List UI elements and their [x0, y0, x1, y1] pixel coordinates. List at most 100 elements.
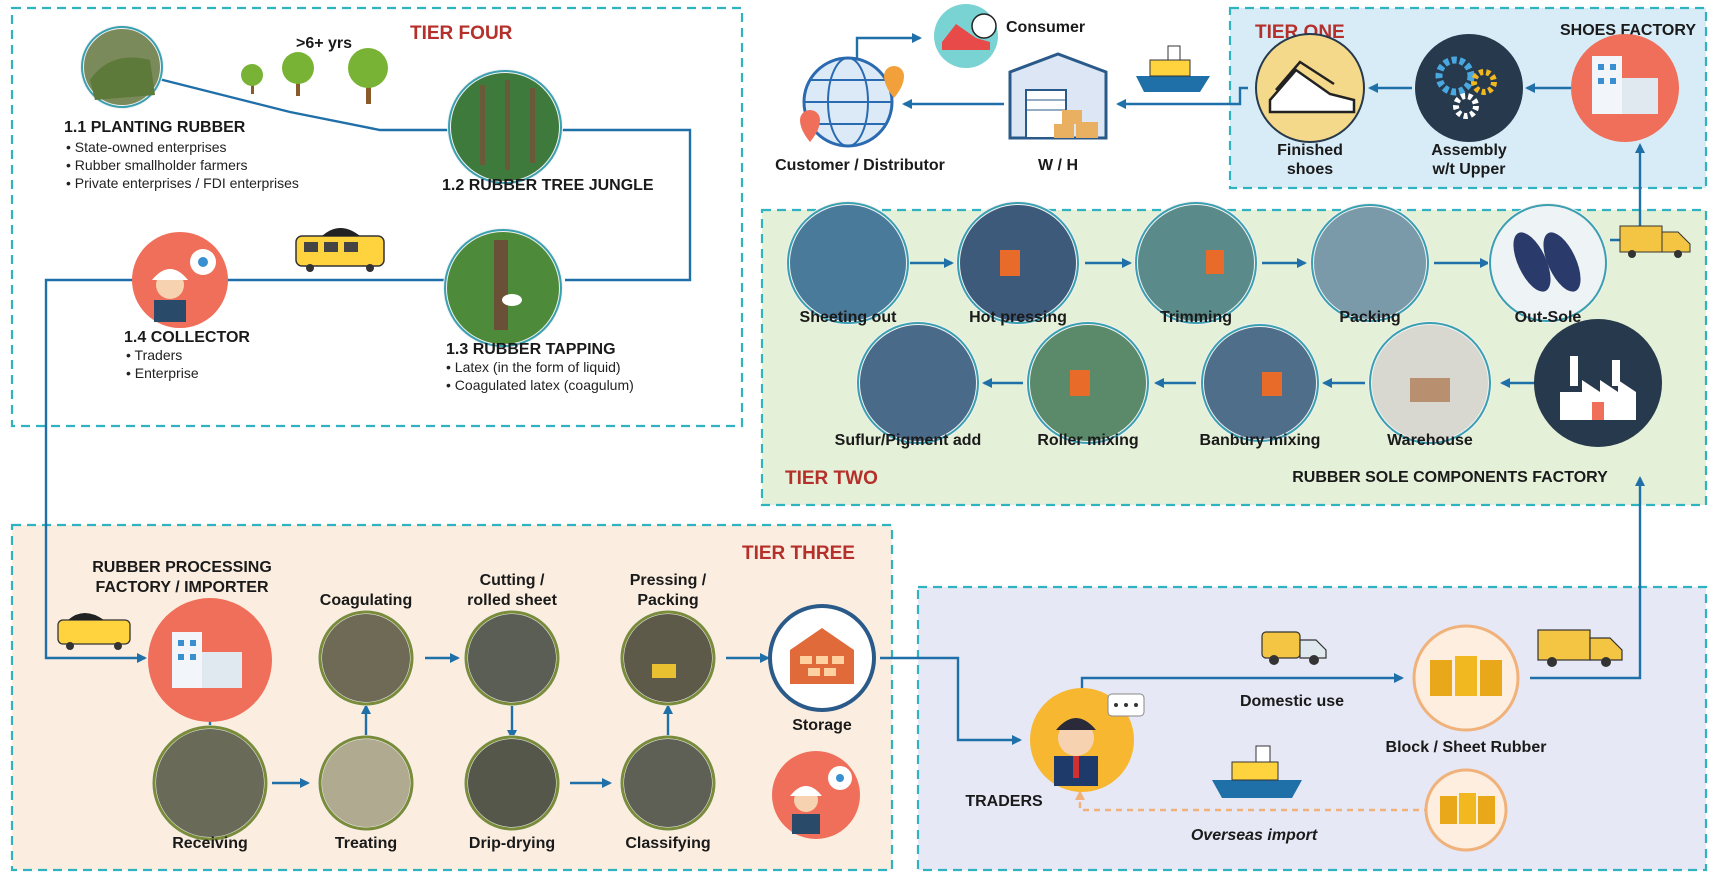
svg-text:• Private enterprises / FDI en: • Private enterprises / FDI enterprises [66, 175, 299, 191]
flow-finished-to-wh [1116, 86, 1248, 109]
drip-drying-label: Drip-drying [469, 835, 555, 852]
finished-shoes-icon [1255, 33, 1365, 143]
planting-bullet: Private enterprises / FDI enterprises [75, 175, 299, 191]
trader-avatar [1030, 688, 1145, 792]
tapping-title: 1.3 RUBBER TAPPING [446, 341, 616, 358]
tier-three-label: TIER THREE [742, 543, 855, 564]
planting-photo [80, 25, 164, 109]
drip-drying-photo [464, 735, 560, 831]
roller-label: Roller mixing [1037, 432, 1138, 449]
processing-factory-title: RUBBER PROCESSING [92, 559, 272, 576]
tapping-bullet: • Coagulated latex (coagulum) [446, 377, 634, 393]
roller-photo [1026, 321, 1150, 445]
shoes-factory-icon [1571, 34, 1679, 142]
storage-label: Storage [792, 717, 852, 734]
trimming-photo [1134, 201, 1258, 325]
cutting-label-2: rolled sheet [467, 592, 557, 609]
finished-shoes-label: Finished [1277, 142, 1343, 159]
ship-icon-tier-one [1136, 45, 1210, 92]
shoes-factory-label: SHOES FACTORY [1560, 22, 1696, 39]
assembly-label: Assembly [1431, 142, 1507, 159]
truck-icon-outsole [1619, 225, 1691, 258]
collector-avatar [132, 232, 228, 328]
years-label: >6+ yrs [296, 35, 352, 52]
flow-block-to-solefactory [1530, 476, 1645, 680]
receiving-label: Receiving [172, 835, 248, 852]
imported-rubber-icon [1424, 768, 1508, 852]
block-rubber-icon [1412, 624, 1520, 732]
banbury-photo [1200, 323, 1320, 443]
coagulating-label: Coagulating [320, 592, 412, 609]
globe-icon [800, 56, 904, 148]
warehouse-photo [1368, 321, 1492, 445]
collector-title: 1.4 COLLECTOR [124, 329, 250, 346]
tapping-bullet: • Latex (in the form of liquid) [446, 359, 621, 375]
ship-icon-traders [1212, 745, 1302, 798]
cutting-photo [464, 610, 560, 706]
packing-photo [1310, 203, 1430, 323]
jungle-photo [447, 69, 563, 185]
receiving-photo [152, 725, 268, 841]
processing-factory-title-2: FACTORY / IMPORTER [95, 579, 269, 596]
planting-title: 1.1 PLANTING RUBBER [64, 119, 246, 136]
tier-two-label: TIER TWO [785, 468, 878, 489]
planting-bullet: State-owned enterprises [75, 139, 227, 155]
wh-label: W / H [1038, 157, 1078, 174]
worker-avatar [772, 751, 860, 839]
assembly-icon [1415, 34, 1523, 142]
tapping-photo [443, 228, 563, 348]
hot-pressing-label: Hot pressing [969, 309, 1067, 326]
domestic-use-label: Domestic use [1240, 693, 1344, 710]
classifying-photo [620, 735, 716, 831]
small-trees-icon [241, 48, 388, 104]
suflur-photo [856, 321, 980, 445]
train-icon [295, 228, 385, 272]
flow-storage-to-traders [880, 656, 1022, 745]
consumer-icon [934, 4, 998, 68]
truck-icon-traders [1537, 629, 1623, 667]
tier-four-label: TIER FOUR [410, 23, 513, 44]
flow-traders-to-block [1080, 673, 1404, 690]
cutting-label: Cutting / [480, 572, 545, 589]
tier-three-box [10, 523, 894, 872]
banbury-label: Banbury mixing [1200, 432, 1321, 449]
collector-bullet: • Traders [126, 347, 182, 363]
pressing-label: Pressing / [630, 572, 707, 589]
out-sole-label: Out-Sole [1515, 309, 1582, 326]
suflur-label: Suflur/Pigment add [835, 432, 982, 449]
classifying-label: Classifying [625, 835, 710, 852]
small-train-icon [57, 613, 131, 650]
flow-collector-to-factory [44, 278, 160, 663]
sole-factory-label: RUBBER SOLE COMPONENTS FACTORY [1292, 469, 1608, 486]
warehouse-label: Warehouse [1387, 432, 1473, 449]
jungle-title: 1.2 RUBBER TREE JUNGLE [442, 177, 654, 194]
svg-text:• State-owned enterprises: • State-owned enterprises [66, 139, 227, 155]
block-rubber-label: Block / Sheet Rubber [1386, 739, 1547, 756]
planting-bullet: Rubber smallholder farmers [75, 157, 248, 173]
assembly-label-2: w/t Upper [1432, 161, 1506, 178]
pressing-photo [620, 610, 716, 706]
finished-shoes-label-2: shoes [1287, 161, 1333, 178]
customer-label: Customer / Distributor [775, 157, 945, 174]
sheeting-photo [786, 201, 910, 325]
sole-factory-icon [1534, 319, 1662, 447]
pressing-label-2: Packing [637, 592, 698, 609]
storage-icon [768, 604, 876, 712]
traders-label: TRADERS [965, 793, 1043, 810]
warehouse-wh-icon [1008, 52, 1108, 140]
sheeting-label: Sheeting out [800, 309, 898, 326]
consumer-label: Consumer [1006, 19, 1085, 36]
coagulating-photo [318, 610, 414, 706]
treating-label: Treating [335, 835, 397, 852]
trimming-label: Trimming [1160, 309, 1232, 326]
packing-label: Packing [1339, 309, 1400, 326]
svg-text:• Rubber smallholder farmers: • Rubber smallholder farmers [66, 157, 248, 173]
overseas-import-label: Overseas import [1191, 827, 1318, 844]
treating-photo [318, 735, 414, 831]
van-icon [1261, 631, 1327, 665]
out-sole-photo [1488, 203, 1608, 323]
collector-bullet: • Enterprise [126, 365, 199, 381]
planting-bullets: • State-owned enterprises • Rubber small… [66, 139, 299, 191]
